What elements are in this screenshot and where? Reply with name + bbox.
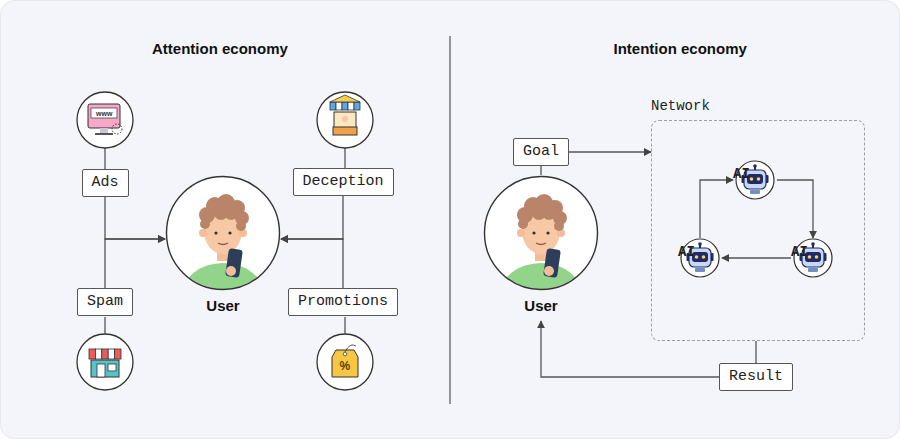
connector: [105, 197, 165, 239]
connector: [569, 151, 651, 152]
connector: [777, 180, 813, 238]
label-box: Ads: [82, 169, 129, 197]
node-text: User: [206, 297, 239, 321]
node-text: AI: [791, 243, 808, 261]
section-title: Attention economy: [152, 40, 288, 57]
connector: [755, 341, 756, 363]
connector: [722, 257, 791, 258]
network-group: NetworkAI AI AI: [651, 95, 865, 341]
avatar-figure: [165, 175, 281, 291]
ai-agent: AI: [678, 238, 722, 278]
connector: [281, 196, 343, 239]
icon-text: %: [340, 359, 351, 373]
user-node: User: [483, 175, 599, 321]
goal-box: Goal: [513, 138, 569, 166]
user-node: User: [165, 175, 281, 321]
node-text: AI: [678, 243, 695, 261]
ai-agent: AI: [791, 238, 835, 278]
connector: [540, 166, 541, 175]
node-text: Result: [729, 368, 783, 386]
node-text: Deception: [303, 173, 384, 191]
node-text: User: [524, 297, 557, 321]
label-box: Spam: [77, 288, 133, 316]
node-text: Ads: [92, 174, 119, 192]
connector: [105, 239, 165, 288]
node-text: AI: [733, 165, 750, 183]
ai-agent: AI: [733, 160, 777, 200]
node-text: Spam: [87, 293, 123, 311]
dashed-outline: [651, 120, 865, 341]
label-box: Promotions: [288, 288, 398, 316]
avatar-figure: [483, 175, 599, 291]
connector: [281, 239, 343, 288]
section-title: Intention economy: [614, 40, 747, 57]
node-text: Network: [651, 97, 710, 115]
node-text: Promotions: [298, 293, 388, 311]
connector: [541, 321, 719, 377]
icon-text: www: [96, 110, 112, 117]
label-box: Deception: [293, 168, 394, 196]
connector: [700, 180, 733, 238]
result-box: Result: [719, 363, 793, 391]
node-text: Goal: [523, 143, 559, 161]
